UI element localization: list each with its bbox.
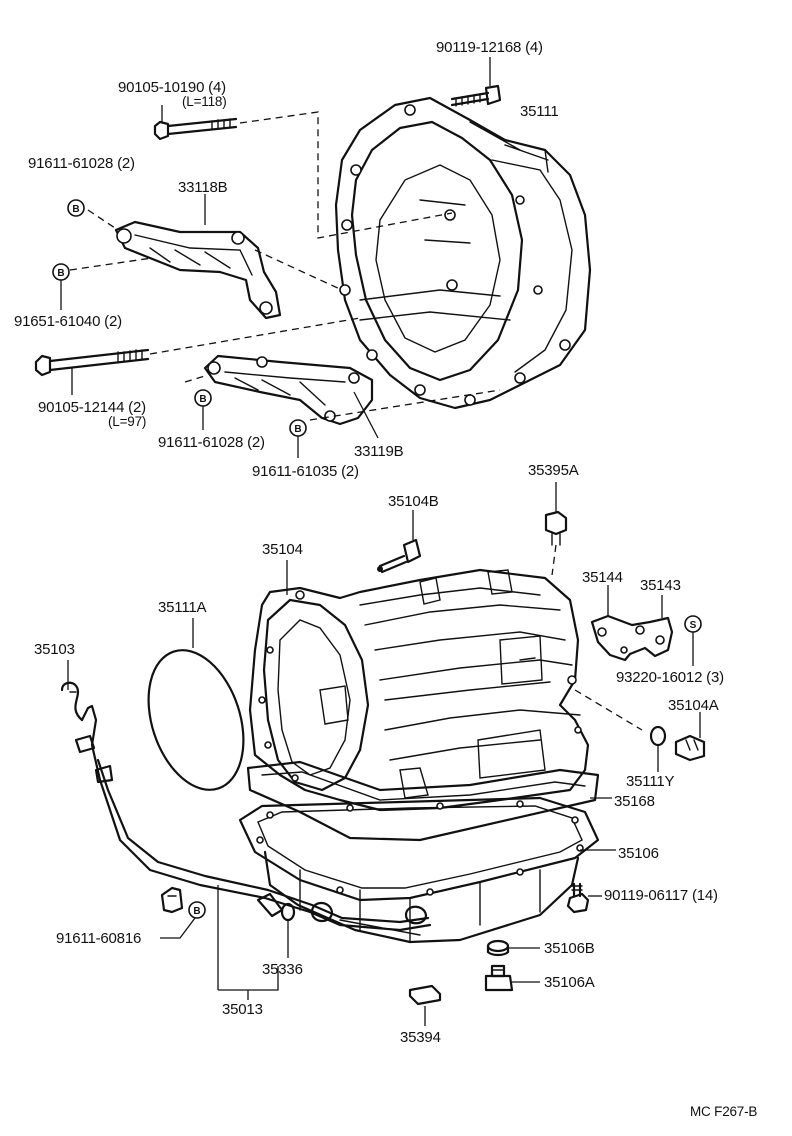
bellhousing-bolt-drawing [450,57,502,107]
label-tube-assy: 35013 [222,1001,263,1018]
label-nut-upper: 91611-61028 (2) [28,155,135,172]
oil-pan-drawing [238,796,616,944]
label-oring-large: 35111A [158,599,206,616]
label-plug-side: 35104A [668,697,719,714]
svg-text:B: B [294,424,301,435]
label-plug-top: 35104B [388,493,439,510]
plug-top-drawing [377,510,422,574]
sensor-drawing [544,482,568,576]
label-oring-tube: 35336 [262,961,303,978]
label-oil-pan: 35106 [618,845,659,862]
label-bolt-lower: 90105-12144 (2) [38,399,146,416]
badge-b-lower2: B [289,419,307,458]
svg-text:B: B [199,394,206,405]
plug-side-drawing [674,712,706,762]
label-oring-small: 35111Y [626,773,674,790]
upper-bolt-drawing [153,105,453,239]
label-bolt-upper: 90105-10190 (4) [118,79,226,96]
upper-bracket-drawing [69,194,343,320]
label-drain-washer: 35106B [544,940,595,957]
label-bracket-small: 35144 [582,569,623,586]
svg-text:B: B [193,906,200,917]
bellhousing-drawing [334,96,592,410]
label-nut-lower2: 91611-61035 (2) [252,463,359,480]
label-bracket-upper: 33118B [178,179,228,196]
label-clip-nut: 91611-60816 [56,930,141,947]
label-screw-small: 93220-16012 (3) [616,669,724,686]
label-bolt-lower-length: (L=97) [108,414,146,429]
tube-assy-leader [217,885,279,1000]
oil-tube-drawing [60,660,432,932]
label-sensor: 35395A [528,462,579,479]
label-case: 35104 [262,541,303,558]
svg-text:B: B [57,268,64,279]
transmission-case-drawing [248,560,643,812]
label-bracket-lower: 33119B [354,443,404,460]
pan-bolt-drawing [566,882,602,914]
lower-bolt-drawing [34,317,361,395]
badge-b-upper: B [67,199,85,217]
label-dipstick: 35103 [34,641,75,658]
label-magnet: 35394 [400,1029,441,1046]
clip-drawing: B [160,886,206,939]
gasket-drawing [246,760,612,842]
magnet-drawing [408,984,442,1026]
oring-small-drawing [649,725,667,772]
drain-washer-drawing [486,939,540,957]
footer-code: MC F267-B [690,1104,757,1119]
large-oring-drawing [147,618,245,791]
small-brackets-drawing [590,585,674,662]
lower-bracket-drawing [184,354,501,439]
svg-text:B: B [72,204,79,215]
drain-plug-drawing [484,964,540,992]
label-bellhousing: 35111 [520,103,559,120]
label-drain-plug: 35106A [544,974,595,991]
badge-b-mid: B [52,263,70,310]
badge-s: S [684,615,702,666]
label-bolt-upper-length: (L=118) [182,94,227,109]
badge-b-lower: B [194,389,212,430]
label-nut-mid: 91651-61040 (2) [14,313,122,330]
label-bolt-bellhousing: 90119-12168 (4) [436,39,543,56]
label-nut-lower: 91611-61028 (2) [158,434,265,451]
svg-text:S: S [690,620,697,631]
label-gasket: 35168 [614,793,655,810]
oring-tube-drawing [280,902,296,958]
label-pan-bolt: 90119-06117 (14) [604,887,718,904]
label-bracket-small2: 35143 [640,577,681,594]
